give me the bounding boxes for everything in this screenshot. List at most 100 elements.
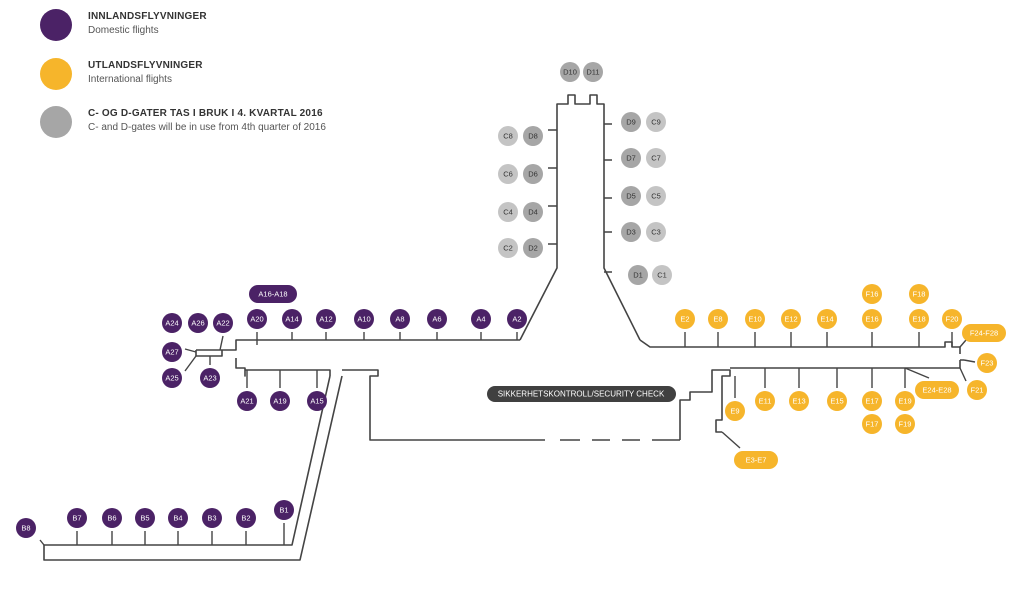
- main-pier-bottom-outline: [235, 358, 331, 377]
- gate-e15: E15: [827, 391, 847, 411]
- gate-label: C8: [503, 132, 513, 141]
- gate-label: E9: [730, 407, 739, 416]
- gate-label: D3: [626, 228, 636, 237]
- gate-marker: [915, 381, 959, 399]
- gate-marker: [560, 62, 580, 82]
- gate-d4: D4: [523, 202, 543, 222]
- gate-c7: C7: [646, 148, 666, 168]
- gate-label: E16: [865, 315, 878, 324]
- gate-marker: [168, 508, 188, 528]
- gate-marker: [967, 380, 987, 400]
- gate-marker: [745, 309, 765, 329]
- gate-d6: D6: [523, 164, 543, 184]
- gate-b4: B4: [168, 508, 188, 528]
- gate-label: A26: [191, 319, 204, 328]
- gate-label: C2: [503, 244, 513, 253]
- gate-label: B3: [207, 514, 216, 523]
- gate-label: E13: [792, 397, 805, 406]
- gate-marker: [646, 148, 666, 168]
- gate-c6: C6: [498, 164, 518, 184]
- gate-marker: [471, 309, 491, 329]
- gate-a16-a18: A16-A18: [249, 285, 297, 303]
- gate-label: D8: [528, 132, 538, 141]
- gate-f18: F18: [909, 284, 929, 304]
- gate-e13: E13: [789, 391, 809, 411]
- gate-e12: E12: [781, 309, 801, 329]
- gate-marker: [583, 62, 603, 82]
- gate-label: C3: [651, 228, 661, 237]
- gate-a6: A6: [427, 309, 447, 329]
- gate-marker: [236, 508, 256, 528]
- gate-marker: [621, 112, 641, 132]
- gate-marker: [817, 309, 837, 329]
- future-color-swatch: [40, 106, 72, 138]
- gate-e16: E16: [862, 309, 882, 329]
- gate-f21: F21: [967, 380, 987, 400]
- main-pier-top-outline: [222, 339, 520, 351]
- gate-b1: B1: [274, 500, 294, 520]
- gate-c9: C9: [646, 112, 666, 132]
- gate-marker: [270, 391, 290, 411]
- gate-marker: [895, 391, 915, 411]
- gate-b2: B2: [236, 508, 256, 528]
- gate-a24: A24: [162, 313, 182, 333]
- gate-marker: [498, 164, 518, 184]
- gate-a12: A12: [316, 309, 336, 329]
- gate-label: D10: [563, 68, 577, 77]
- gate-label: A25: [165, 374, 178, 383]
- gate-marker: [162, 313, 182, 333]
- gate-marker: [621, 148, 641, 168]
- gate-label: E19: [898, 397, 911, 406]
- gate-f19: F19: [895, 414, 915, 434]
- gate-marker: [781, 309, 801, 329]
- gate-stubs: [39, 332, 976, 546]
- gate-label: D5: [626, 192, 636, 201]
- gate-label: B4: [173, 514, 182, 523]
- gate-marker: [646, 112, 666, 132]
- gate-a10: A10: [354, 309, 374, 329]
- gate-marker: [249, 285, 297, 303]
- legend-domestic-title: INNLANDSFLYVNINGER: [88, 11, 207, 22]
- gate-e8: E8: [708, 309, 728, 329]
- gate-marker: [498, 238, 518, 258]
- gate-d2: D2: [523, 238, 543, 258]
- gate-marker: [621, 186, 641, 206]
- gate-label: F20: [946, 315, 959, 324]
- gate-f20: F20: [942, 309, 962, 329]
- gate-label: E11: [759, 397, 772, 406]
- gate-c5: C5: [646, 186, 666, 206]
- gate-marker: [675, 309, 695, 329]
- gate-d7: D7: [621, 148, 641, 168]
- gate-a20: A20: [247, 309, 267, 329]
- gate-c2: C2: [498, 238, 518, 258]
- legend-domestic-subtitle: Domestic flights: [88, 25, 159, 36]
- gate-d3: D3: [621, 222, 641, 242]
- gate-c1: C1: [652, 265, 672, 285]
- gate-stub: [184, 355, 197, 372]
- gate-marker: [162, 368, 182, 388]
- gate-stub: [721, 431, 741, 449]
- gate-e19: E19: [895, 391, 915, 411]
- gate-label: A15: [310, 397, 323, 406]
- gate-label: A10: [357, 315, 370, 324]
- gate-f17: F17: [862, 414, 882, 434]
- gate-marker: [523, 164, 543, 184]
- gate-e10: E10: [745, 309, 765, 329]
- gate-stub: [39, 539, 45, 546]
- gate-label: F24-F28: [970, 329, 998, 338]
- legend-future-title: C- OG D-GATER TAS I BRUK I 4. KVARTAL 20…: [88, 108, 323, 119]
- gate-label: A20: [250, 315, 263, 324]
- gate-marker: [102, 508, 122, 528]
- gate-label: E10: [748, 315, 761, 324]
- east-pier-end: [959, 347, 964, 361]
- gate-label: A24: [165, 319, 178, 328]
- gate-a4: A4: [471, 309, 491, 329]
- gate-label: A27: [165, 348, 178, 357]
- gate-label: C7: [651, 154, 661, 163]
- gate-label: A23: [203, 374, 216, 383]
- gate-marker: [427, 309, 447, 329]
- gate-d9: D9: [621, 112, 641, 132]
- gate-label: A2: [512, 315, 521, 324]
- gate-d8: D8: [523, 126, 543, 146]
- gate-label: B1: [279, 506, 288, 515]
